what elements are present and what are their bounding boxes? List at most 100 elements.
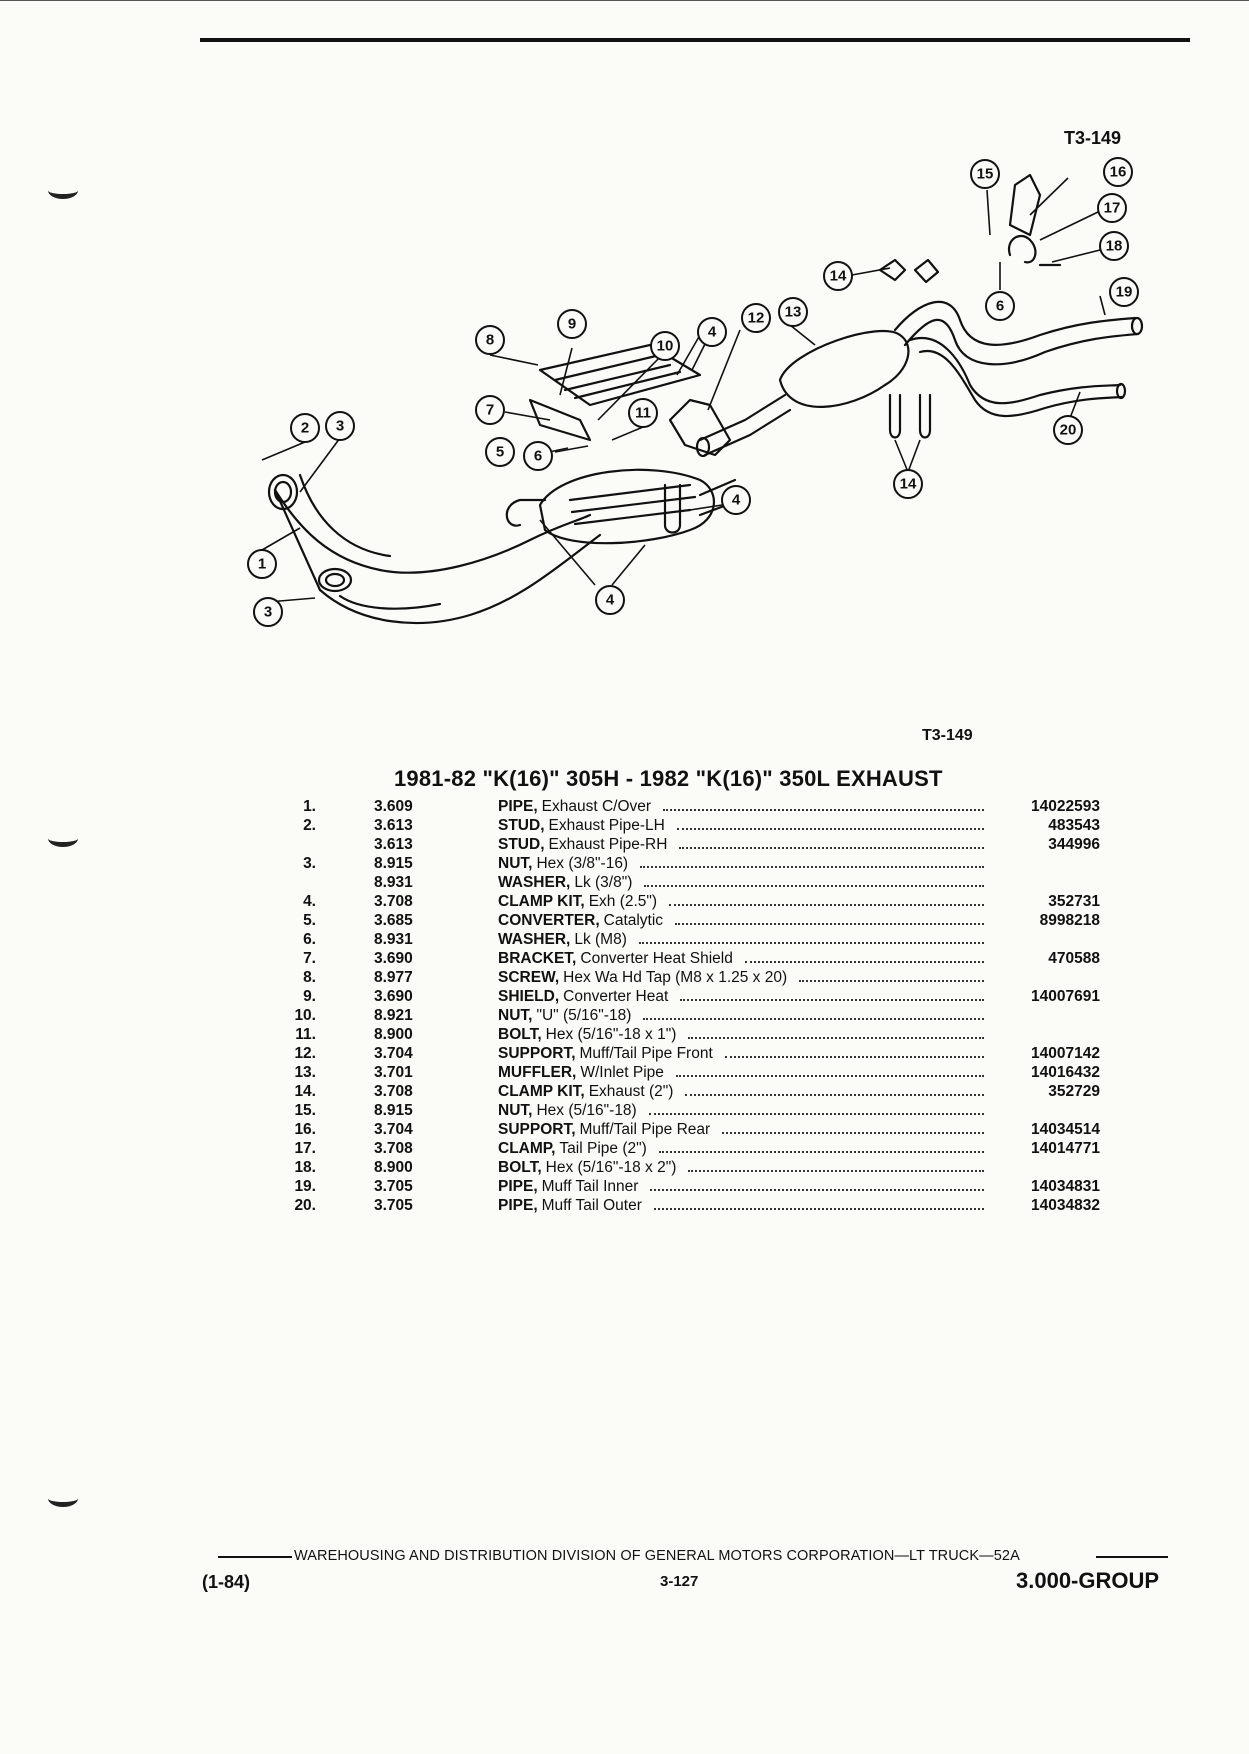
crossover-pipe-branch [273, 473, 442, 610]
part-name: NUT, [498, 1102, 533, 1119]
part-name: PIPE, [498, 1197, 538, 1214]
lower-flange-inner [324, 572, 346, 588]
part-name: BOLT, [498, 1159, 542, 1176]
callout-label: 5 [496, 444, 504, 461]
u-bolt [505, 498, 547, 527]
part-number: 14016432 [1031, 1064, 1100, 1081]
group-number: 8.915 [374, 1102, 413, 1119]
item-number: 20. [294, 1197, 316, 1214]
part-name: PIPE, [498, 1178, 538, 1195]
callout-7 [475, 395, 505, 425]
callout-label: 4 [732, 492, 741, 509]
part-number [990, 873, 1100, 892]
dot-leader [799, 980, 984, 982]
page-title: 1981-82 "K(16)" 305H - 1982 "K(16)" 350L… [394, 766, 943, 791]
group-number: 8.921 [374, 1007, 413, 1024]
part-detail: W/Inlet Pipe [580, 1064, 664, 1081]
part-number: 14007691 [1031, 988, 1100, 1005]
callout-3b [253, 597, 283, 627]
part-detail: Hex (5/16"-18 x 1") [545, 1026, 677, 1043]
callout-label: 17 [1104, 200, 1121, 217]
footer-rule-right [1096, 1556, 1168, 1558]
part-number: 483543 [1048, 817, 1100, 834]
part-number: 344996 [1048, 836, 1100, 853]
dot-leader [744, 961, 984, 963]
part-description: NUT,Hex (3/8"-16) [498, 854, 990, 873]
callout-6b [985, 291, 1015, 321]
part-description: PIPE,Exhaust C/Over [498, 797, 990, 816]
dot-leader [643, 1018, 984, 1020]
part-number [990, 930, 1100, 949]
part-description: BOLT,Hex (5/16"-18 x 1") [498, 1025, 990, 1044]
part-detail: Muff Tail Outer [541, 1197, 642, 1214]
item-number: 3. [303, 855, 316, 872]
item-number: 14. [294, 1083, 316, 1100]
rear-clamp [878, 258, 940, 284]
u-bolt [888, 393, 902, 439]
dot-leader [640, 866, 984, 868]
callout-4b [721, 485, 751, 515]
item-number: 12. [294, 1045, 316, 1062]
part-description: NUT,"U" (5/16"-18) [498, 1006, 990, 1025]
part-number: 14007142 [1031, 1045, 1100, 1062]
dot-leader [722, 1132, 984, 1134]
footer-date: (1-84) [202, 1572, 251, 1592]
group-number: 3.685 [374, 912, 413, 929]
dot-leader [679, 847, 984, 849]
item-number: 1. [303, 798, 316, 815]
group-number: 3.708 [374, 1083, 413, 1100]
part-detail: Muff Tail Inner [541, 1178, 639, 1195]
binder-hole-mark [48, 1490, 78, 1507]
part-description: BOLT,Hex (5/16"-18 x 2") [498, 1158, 990, 1177]
part-number [990, 968, 1100, 987]
callout-19 [1109, 277, 1139, 307]
group-number: 3.708 [374, 1140, 413, 1157]
part-number [990, 1025, 1100, 1044]
part-name: SCREW, [498, 969, 560, 986]
group-number: 3.708 [374, 893, 413, 910]
part-name: CLAMP KIT, [498, 1083, 585, 1100]
figure-id-bottom: T3-149 [922, 727, 973, 744]
part-detail: Exh (2.5") [588, 893, 658, 910]
group-number: 3.690 [374, 950, 413, 967]
callout-6a [523, 441, 553, 471]
group-number: 8.931 [374, 931, 413, 948]
group-number: 3.704 [374, 1121, 413, 1138]
muffler-inlet-end [695, 436, 711, 458]
part-detail: Hex Wa Hd Tap (M8 x 1.25 x 20) [563, 969, 788, 986]
part-number: 352729 [1048, 1083, 1100, 1100]
dot-leader [638, 942, 984, 944]
part-detail: Lk (3/8") [574, 874, 633, 891]
callout-5 [485, 437, 515, 467]
callout-label: 19 [1116, 284, 1133, 301]
part-name: BOLT, [498, 1026, 542, 1043]
part-name: WASHER, [498, 931, 571, 948]
part-number [990, 854, 1100, 873]
part-description: WASHER,Lk (M8) [498, 930, 990, 949]
muffler [778, 330, 910, 408]
lower-flange [317, 567, 353, 593]
muffler-inlet [698, 393, 792, 457]
dot-leader [658, 1151, 984, 1153]
callout-1 [247, 549, 277, 579]
item-number: 8. [303, 969, 316, 986]
part-name: STUD, [498, 817, 545, 834]
callout-label: 12 [748, 310, 765, 327]
heat-shield [538, 343, 702, 407]
part-number [990, 1158, 1100, 1177]
part-detail: Hex (3/8"-16) [536, 855, 629, 872]
catalytic-converter [538, 468, 715, 545]
part-name: MUFFLER, [498, 1064, 577, 1081]
part-name: WASHER, [498, 874, 571, 891]
part-number: 14022593 [1031, 798, 1100, 815]
